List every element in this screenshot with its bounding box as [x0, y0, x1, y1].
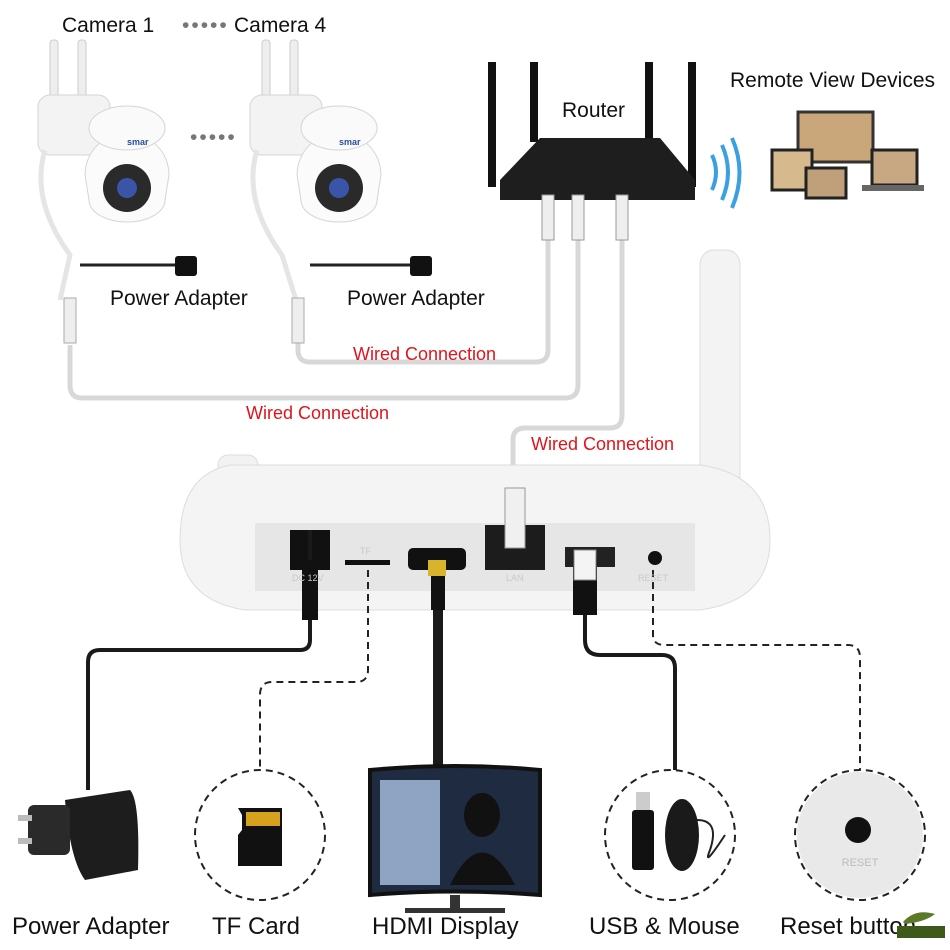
camera-4-label: Camera 4 [234, 14, 327, 37]
router-label: Router [562, 99, 626, 122]
reset-closeup-label: RESET [842, 857, 879, 869]
port-dc-label: DC 12V [292, 573, 324, 583]
port-reset-label: RESET [638, 573, 669, 583]
camera-ellipsis-mid: ••••• [190, 126, 237, 149]
camera-ellipsis: ••••• [182, 14, 229, 37]
camera-4 [249, 39, 432, 344]
hdmi-monitor-image [368, 764, 542, 913]
bottom-label-hdmi-display: HDMI Display [372, 913, 519, 940]
brand-logo [895, 908, 947, 942]
camera-1-brand: smar [127, 137, 149, 147]
bottom-label-tf-card: TF Card [212, 913, 301, 940]
wired-cables [67, 240, 625, 490]
tf-card-icon [238, 808, 282, 866]
camera-4-brand: smar [339, 137, 361, 147]
cable-camera4-router [295, 240, 551, 365]
remote-devices-image [770, 110, 924, 200]
cable-camera1-router [67, 240, 581, 401]
cable-nvr-router [510, 240, 625, 490]
wired-connection-label: Wired Connection [246, 403, 390, 423]
power-adapter-image [18, 790, 139, 880]
router-device [488, 62, 696, 241]
usb-mouse-image [632, 792, 726, 871]
wired-connection-label: Wired Connection [531, 434, 675, 454]
remote-view-label: Remote View Devices [730, 69, 936, 92]
camera-4-power-label: Power Adapter [347, 287, 485, 310]
reset-button-closeup: RESET [797, 772, 923, 898]
bottom-label-power-adapter: Power Adapter [12, 913, 170, 940]
dashed-links [194, 570, 926, 901]
camera-1-power-label: Power Adapter [110, 287, 248, 310]
port-tf-label: TF [360, 546, 371, 556]
bottom-label-reset-button: Reset button [780, 913, 917, 940]
nvr-device [179, 249, 771, 611]
camera-1 [37, 39, 197, 344]
black-cables [86, 530, 677, 790]
wifi-signal-icon [710, 137, 742, 209]
wired-connection-label: Wired Connection [353, 344, 497, 364]
port-lan-label: LAN [506, 573, 524, 583]
camera-1-label: Camera 1 [62, 14, 155, 37]
bottom-label-usb-mouse: USB & Mouse [589, 913, 740, 940]
